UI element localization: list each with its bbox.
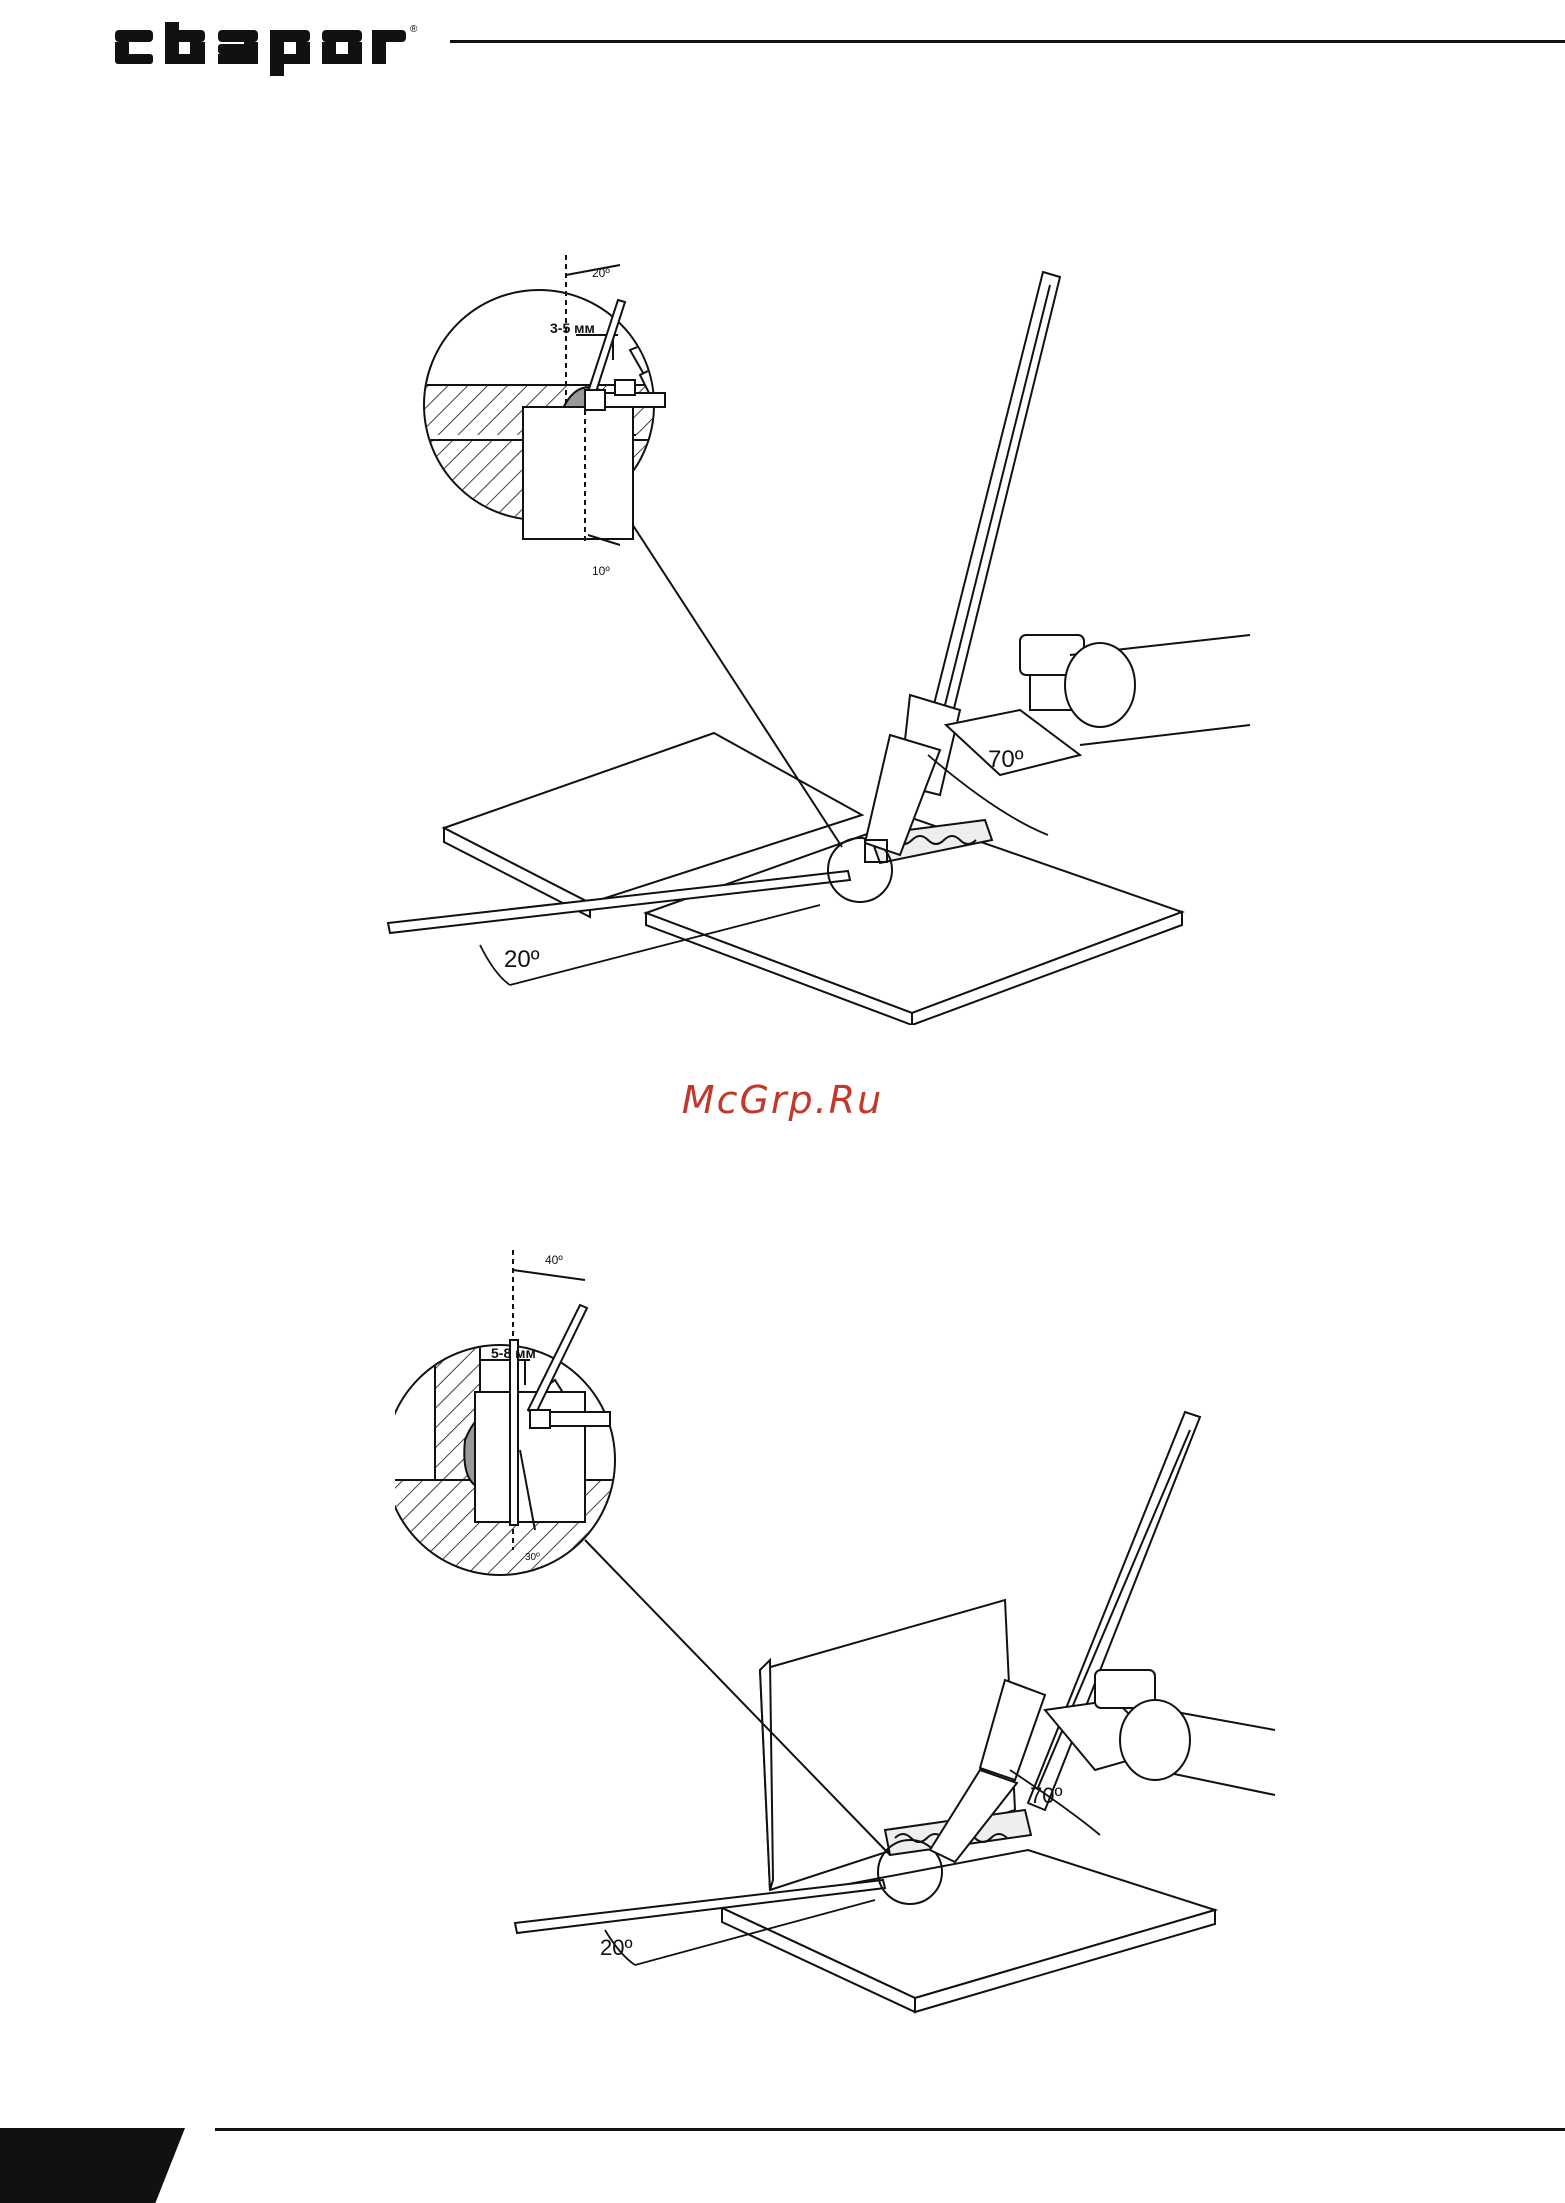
header-rule	[450, 40, 1565, 43]
figure-t-joint-drawing: 40º 30º 5-8 мм 70º 20º	[395, 1250, 1295, 2030]
angle-top-label: 40º	[545, 1253, 563, 1267]
gap-label: 5-8 мм	[491, 1345, 536, 1361]
footer-rule	[215, 2128, 1565, 2131]
figure-butt-joint: 20º 10º 3-5 мм 70º 20º	[380, 255, 1260, 1025]
gap-label: 3-5 мм	[550, 320, 595, 336]
figure-t-joint: 40º 30º 5-8 мм 70º 20º	[395, 1250, 1295, 2030]
watermark-text: McGrp.Ru	[0, 1078, 1565, 1122]
figure-butt-joint-drawing: 20º 10º 3-5 мм 70º 20º	[380, 255, 1260, 1025]
rod-angle-label: 20º	[504, 946, 540, 973]
page-number-tab	[0, 2128, 185, 2203]
registered-mark: ®	[410, 24, 418, 35]
company-logo: ®	[110, 10, 420, 80]
angle-top-label: 20º	[592, 266, 610, 280]
angle-bottom-small-label: 10º	[592, 564, 610, 578]
torch-angle-label: 70º	[988, 746, 1024, 773]
angle-bottom-small-label: 30º	[525, 1552, 540, 1563]
